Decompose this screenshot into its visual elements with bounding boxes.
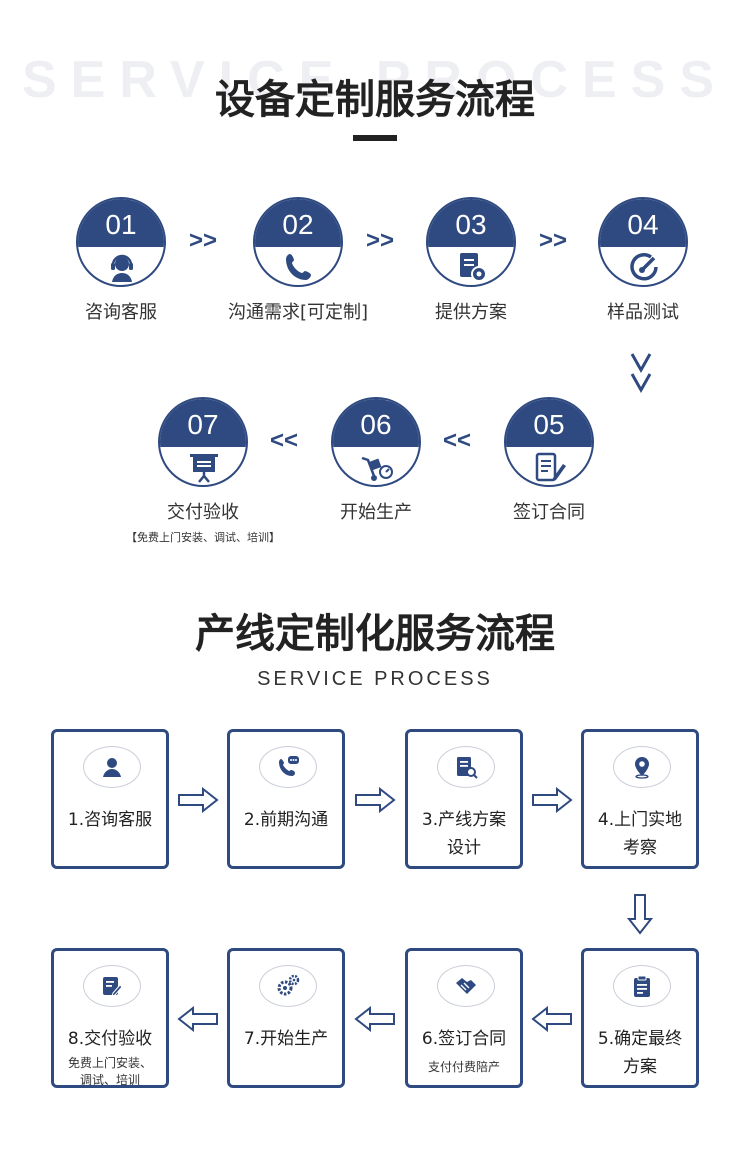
process-step-4: 4.上门实地考察 (581, 729, 699, 869)
contract-pen-icon (535, 452, 566, 482)
step-label: 6.签订合同 (421, 1029, 507, 1049)
process-step-6: 6.签订合同 支付付费陪产 (405, 948, 523, 1088)
step-05-circle: 05 (504, 397, 594, 487)
step-number: 02 (255, 199, 341, 247)
step-01-circle: 01 (76, 197, 166, 287)
step-sub-line2: 调试、培训 (79, 1073, 140, 1087)
location-pin-icon (635, 757, 649, 779)
background-watermark-text: SERVICE PROCESS (21, 51, 729, 109)
step-label: 3.产线方案 (421, 810, 507, 830)
gauge-icon (630, 253, 658, 281)
step-label: 2.前期沟通 (243, 810, 329, 830)
step-04-label: 样品测试 (607, 302, 679, 323)
step-sub-line1: 免费上门安装、 (67, 1056, 152, 1070)
handshake-icon (456, 978, 476, 994)
arrow-right-1: >> (189, 227, 218, 254)
edit-document-icon (103, 977, 123, 997)
arrow-left-1: << (270, 427, 299, 454)
process-step-2: 2.前期沟通 (227, 729, 345, 869)
clipboard-icon (634, 975, 650, 997)
section1-title: 设备定制服务流程 (215, 77, 535, 123)
step-number: 01 (78, 199, 164, 247)
arrow-left-2: << (443, 427, 472, 454)
step-label: 1.咨询客服 (67, 810, 153, 830)
step-06-circle: 06 (331, 397, 421, 487)
user-icon (103, 758, 121, 777)
delivery-note: 【免费上门安装、调试、培训】 (126, 531, 280, 544)
process-step-7: 7.开始生产 (227, 948, 345, 1088)
arrow-right-box-1 (178, 787, 219, 813)
step-05-label: 签订合同 (513, 502, 585, 523)
step-number: 07 (160, 399, 246, 447)
phone-icon (286, 254, 311, 280)
document-search-icon (457, 757, 478, 779)
step-number: 06 (333, 399, 419, 447)
gears-icon (277, 974, 300, 996)
arrow-left-box-2 (354, 1006, 395, 1032)
document-gear-icon (460, 253, 487, 282)
process-step-3: 3.产线方案设计 (405, 729, 523, 869)
headset-icon (111, 254, 133, 282)
step-02-circle: 02 (253, 197, 343, 287)
step-02-label: 沟通需求[可定制] (227, 302, 369, 323)
arrow-down-box (627, 894, 653, 935)
step-sub-line1: 支付付费陪产 (427, 1060, 500, 1074)
phone-chat-icon (279, 756, 299, 776)
arrow-left-box-3 (177, 1006, 218, 1032)
step-label-line2: 设计 (447, 838, 481, 858)
step-number: 05 (506, 399, 592, 447)
step-label-line2: 方案 (623, 1057, 657, 1077)
arrow-right-3: >> (539, 227, 568, 254)
step-label-line2: 考察 (623, 838, 657, 858)
hand-truck-icon (361, 456, 393, 481)
section2-subtitle: SERVICE PROCESS (257, 668, 493, 690)
title-underline (353, 135, 397, 141)
step-label: 5.确定最终 (597, 1029, 683, 1049)
process-step-8: 8.交付验收 免费上门安装、 调试、培训 (51, 948, 169, 1088)
process-step-5: 5.确定最终方案 (581, 948, 699, 1088)
step-06-label: 开始生产 (340, 502, 412, 523)
step-number: 04 (600, 199, 686, 247)
arrow-down (630, 352, 652, 398)
arrow-left-box-1 (531, 1006, 572, 1032)
process-step-1: 1.咨询客服 (51, 729, 169, 869)
step-03-circle: 03 (426, 197, 516, 287)
step-label: 4.上门实地 (597, 810, 683, 830)
presentation-board-icon (190, 454, 218, 483)
step-03-label: 提供方案 (435, 302, 507, 323)
step-number: 03 (428, 199, 514, 247)
arrow-right-box-2 (355, 787, 396, 813)
step-07-label: 交付验收 (167, 502, 239, 523)
step-label: 7.开始生产 (243, 1029, 329, 1049)
step-07-circle: 07 (158, 397, 248, 487)
arrow-right-box-3 (532, 787, 573, 813)
step-01-label: 咨询客服 (85, 302, 157, 323)
arrow-right-2: >> (366, 227, 395, 254)
step-04-circle: 04 (598, 197, 688, 287)
section2-title: 产线定制化服务流程 (195, 611, 555, 657)
step-label: 8.交付验收 (67, 1029, 153, 1049)
